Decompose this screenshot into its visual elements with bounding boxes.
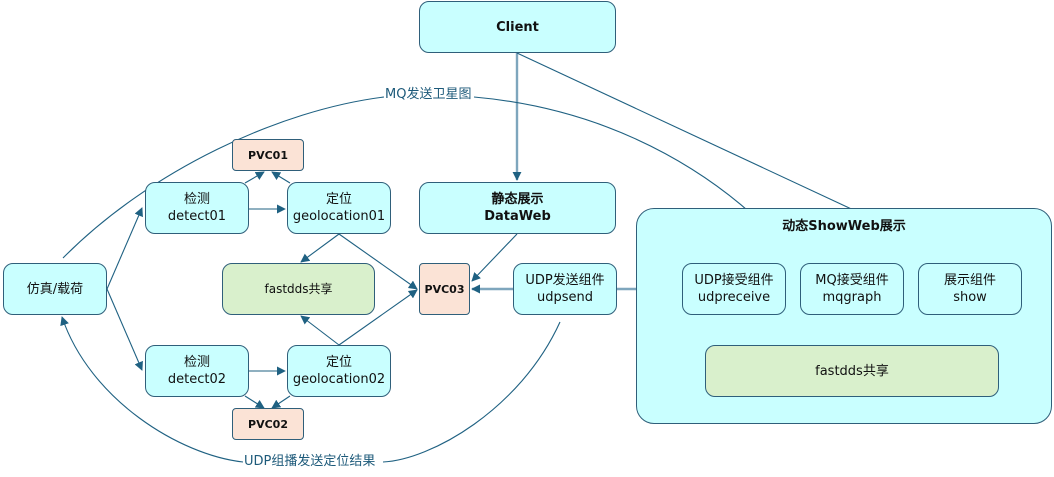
geolocation02-label-en: geolocation02 <box>292 372 386 387</box>
dataweb-node[interactable]: 静态展示 DataWeb <box>419 182 616 234</box>
detect01-node[interactable]: 检测 detect01 <box>145 182 249 234</box>
fastdds-right-label: fastdds共享 <box>815 363 889 379</box>
geolocation02-node[interactable]: 定位 geolocation02 <box>287 345 391 397</box>
udpsend-label-cn: UDP发送组件 <box>525 273 605 288</box>
pvc01-label: PVC01 <box>248 148 288 162</box>
detect01-label-cn: 检测 <box>183 192 210 207</box>
edge-geo01-to-fastdds_left <box>300 233 340 263</box>
edge-udpsend-to-sim <box>62 317 561 463</box>
edge-geo01-to-pvc01 <box>271 171 291 184</box>
edge-sim-to-detect02 <box>106 288 143 371</box>
show-node[interactable]: 展示组件 show <box>918 263 1022 315</box>
mqgraph-label-cn: MQ接受组件 <box>815 273 889 288</box>
geolocation01-label-cn: 定位 <box>325 192 352 207</box>
pvc03-node[interactable]: PVC03 <box>419 263 470 315</box>
fastdds-left-node[interactable]: fastdds共享 <box>222 263 375 315</box>
pvc03-label: PVC03 <box>424 282 465 296</box>
edge-detect01-to-pvc01 <box>244 171 265 184</box>
client-node[interactable]: Client <box>419 1 616 53</box>
pvc02-node[interactable]: PVC02 <box>232 408 304 440</box>
pvc01-node[interactable]: PVC01 <box>232 139 304 171</box>
edge-geo01-to-pvc03 <box>338 233 418 290</box>
geolocation01-node[interactable]: 定位 geolocation01 <box>287 182 391 234</box>
detect02-node[interactable]: 检测 detect02 <box>145 345 249 397</box>
udpreceive-label-en: udpreceive <box>697 290 771 305</box>
detect02-label-cn: 检测 <box>183 355 210 370</box>
show-label-cn: 展示组件 <box>943 273 996 288</box>
edge-label-udp: UDP组播发送定位结果 <box>243 454 377 469</box>
mqgraph-label-en: mqgraph <box>822 290 882 305</box>
udpsend-node[interactable]: UDP发送组件 udpsend <box>513 263 617 315</box>
geolocation02-label-cn: 定位 <box>325 355 352 370</box>
edge-label-mq: MQ发送卫星图 <box>384 87 473 102</box>
showweb-group-title: 动态ShowWeb展示 <box>782 219 906 234</box>
udpreceive-label-cn: UDP接受组件 <box>694 273 774 288</box>
sim-label: 仿真/载荷 <box>26 281 84 297</box>
mqgraph-node[interactable]: MQ接受组件 mqgraph <box>800 263 904 315</box>
edge-geo02-to-fastdds_left <box>300 315 340 346</box>
pvc02-label: PVC02 <box>248 417 288 431</box>
udpreceive-node[interactable]: UDP接受组件 udpreceive <box>682 263 786 315</box>
geolocation01-label-en: geolocation01 <box>292 209 386 224</box>
dataweb-label-cn: 静态展示 <box>491 192 544 207</box>
sim-node[interactable]: 仿真/载荷 <box>3 263 107 315</box>
edge-geo02-to-pvc03 <box>338 289 418 346</box>
edge-detect02-to-pvc02 <box>244 395 265 409</box>
client-label: Client <box>496 19 539 35</box>
show-label-en: show <box>953 290 987 305</box>
detect01-label-en: detect01 <box>167 209 227 224</box>
udpsend-label-en: udpsend <box>536 290 593 305</box>
edge-geo02-to-pvc02 <box>271 395 291 409</box>
fastdds-right-node[interactable]: fastdds共享 <box>705 345 999 397</box>
detect02-label-en: detect02 <box>167 372 227 387</box>
fastdds-left-label: fastdds共享 <box>264 281 333 296</box>
dataweb-label-en: DataWeb <box>484 209 551 224</box>
edge-sim-to-detect01 <box>106 207 143 290</box>
edge-dataweb-to-pvc03 <box>471 233 518 282</box>
